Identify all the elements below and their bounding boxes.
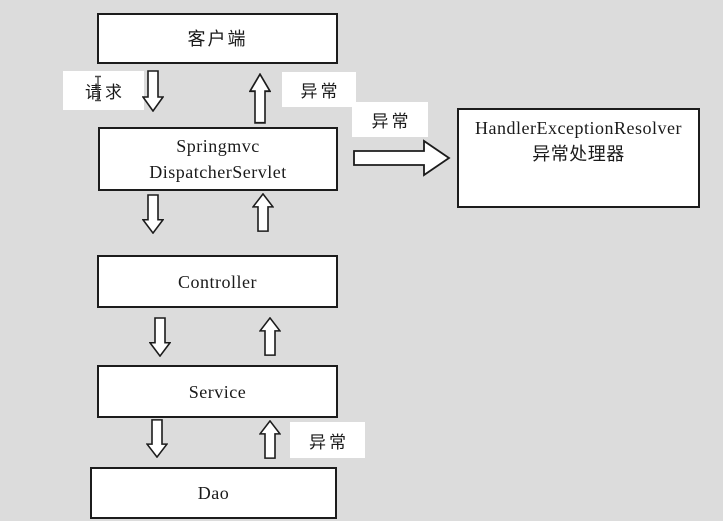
node-resolver-label-line2: 异常处理器	[532, 144, 625, 164]
node-client: 客户端	[97, 13, 338, 64]
text-cursor-icon	[92, 75, 104, 102]
arrow-down-icon	[149, 317, 171, 357]
node-exception-resolver: HandlerExceptionResolver 异常处理器	[457, 108, 700, 208]
node-dao: Dao	[90, 467, 337, 519]
arrow-down-icon	[142, 70, 164, 112]
arrow-up-icon	[252, 193, 274, 232]
node-controller-label: Controller	[178, 271, 257, 292]
exception-label-resolver: 异常	[352, 102, 428, 137]
node-dispatcher-servlet: Springmvc DispatcherServlet	[98, 127, 338, 191]
node-dao-label: Dao	[197, 483, 230, 503]
arrow-right-icon	[353, 138, 451, 178]
node-client-label: 客户端	[187, 28, 248, 49]
request-label: 请求	[63, 71, 144, 110]
arrow-up-icon	[249, 73, 271, 124]
exception-label-resolver-text: 异常	[371, 112, 412, 131]
arrow-up-icon	[259, 317, 281, 356]
node-controller: Controller	[97, 255, 338, 308]
node-service-label: Service	[188, 381, 247, 402]
node-resolver-label-line1: HandlerExceptionResolver	[475, 118, 682, 138]
arrow-down-icon	[146, 419, 168, 458]
arrow-down-icon	[142, 194, 164, 234]
node-service: Service	[97, 365, 338, 418]
exception-label-client-text: 异常	[300, 82, 341, 101]
arrow-up-icon	[259, 420, 281, 459]
request-label-text: 请求	[85, 83, 125, 102]
exception-label-dao: 异常	[290, 422, 365, 458]
node-dispatcher-label-line1: Springmvc	[176, 136, 260, 156]
node-dispatcher-label-line2: DispatcherServlet	[149, 162, 287, 182]
exception-label-client: 异常	[282, 72, 356, 107]
exception-label-dao-text: 异常	[309, 432, 349, 452]
